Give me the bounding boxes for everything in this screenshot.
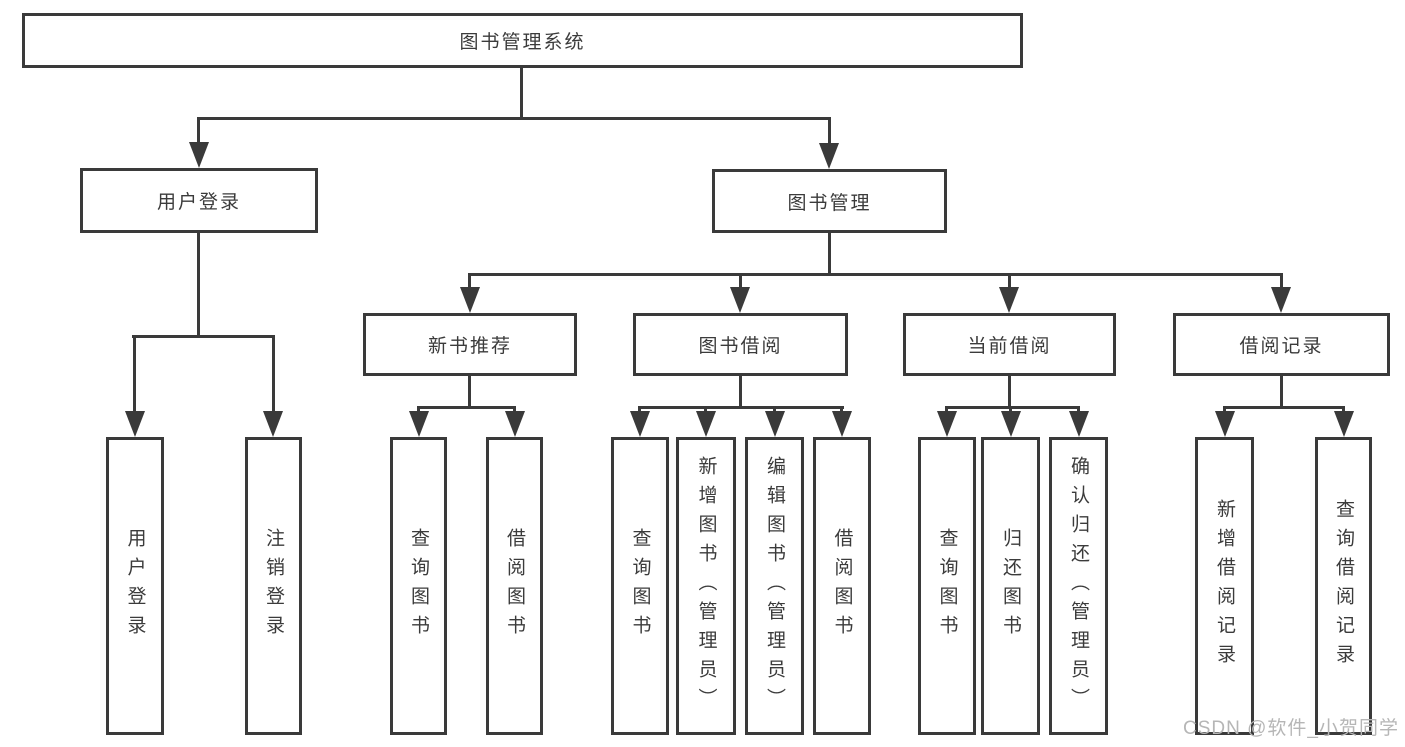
node-label: 新增借阅记录	[1214, 499, 1235, 673]
node-book-management-branch: 图书管理	[712, 169, 947, 233]
connector-stem	[272, 335, 275, 413]
connector-stem	[1009, 406, 1012, 414]
node-label: 查询图书	[936, 528, 958, 644]
connector-vline	[739, 376, 742, 408]
node-library-management-system: 图书管理系统	[22, 13, 1023, 68]
connector-user-login-stem	[197, 117, 200, 145]
node-label: 用户登录	[156, 192, 241, 213]
leaf-confirm-return-admin: 确认归还（管理员）	[1049, 437, 1108, 735]
node-label: 确认归还（管理员）	[1068, 455, 1089, 717]
node-label: 查询图书	[408, 528, 429, 644]
node-label: 新增图书（管理员）	[695, 455, 717, 717]
connector-vline	[468, 376, 471, 408]
connector-stem	[638, 406, 641, 414]
node-label: 注销登录	[263, 528, 284, 644]
down-arrowhead	[730, 287, 750, 313]
down-arrowhead	[630, 411, 650, 437]
down-arrowhead	[696, 411, 716, 437]
node-label: 用户登录	[124, 528, 146, 644]
node-label: 查询图书	[629, 528, 651, 644]
leaf-borrow-books-borrowing: 借阅图书	[813, 437, 871, 735]
node-label: 图书管理	[787, 192, 872, 214]
down-arrowhead	[505, 411, 525, 437]
node-borrowing-records: 借阅记录	[1173, 313, 1390, 376]
leaf-query-borrow-record: 查询借阅记录	[1315, 437, 1372, 735]
leaf-user-login: 用户登录	[106, 437, 164, 735]
connector-hline	[638, 406, 844, 409]
connector-stem	[704, 406, 707, 414]
leaf-return-books: 归还图书	[981, 437, 1040, 735]
down-arrowhead	[999, 287, 1019, 313]
down-arrowhead	[765, 411, 785, 437]
connector-user-login-vline	[197, 233, 200, 335]
down-arrowhead	[409, 411, 429, 437]
node-current-borrowing: 当前借阅	[903, 313, 1116, 376]
connector-stem	[513, 406, 516, 414]
connector-stem	[1280, 273, 1283, 289]
node-label: 查询借阅记录	[1333, 499, 1354, 673]
down-arrowhead	[460, 287, 480, 313]
node-label: 归还图书	[1000, 528, 1021, 644]
watermark-csdn: CSDN @软件_小贺同学	[1183, 718, 1399, 739]
down-arrowhead	[1334, 411, 1354, 437]
down-arrowhead	[1215, 411, 1235, 437]
leaf-query-books-recommend: 查询图书	[390, 437, 447, 735]
connector-stem	[1008, 273, 1011, 289]
connector-stem	[1077, 406, 1080, 414]
connector-stem	[417, 406, 420, 414]
connector-vline	[1280, 376, 1283, 408]
node-book-borrowing: 图书借阅	[633, 313, 848, 376]
node-label: 新书推荐	[427, 336, 512, 357]
down-arrowhead	[1069, 411, 1089, 437]
connector-user-login-hline	[132, 335, 275, 338]
connector-stem	[945, 406, 948, 414]
connector-stem	[133, 335, 136, 413]
connector-stem	[840, 406, 843, 414]
connector-stem	[1223, 406, 1226, 414]
connector-root-vline	[520, 68, 523, 117]
down-arrowhead	[189, 142, 209, 168]
connector-hline	[417, 406, 516, 409]
node-label: 当前借阅	[967, 336, 1052, 357]
leaf-borrow-books-recommend: 借阅图书	[486, 437, 543, 735]
connector-root-hline	[197, 117, 831, 120]
down-arrowhead	[263, 411, 283, 437]
down-arrowhead	[937, 411, 957, 437]
down-arrowhead	[819, 143, 839, 169]
node-label: 借阅图书	[504, 528, 525, 644]
node-label: 借阅记录	[1239, 336, 1324, 357]
node-label: 图书管理系统	[459, 32, 586, 53]
connector-book-mgmt-stem	[828, 117, 831, 145]
leaf-logout: 注销登录	[245, 437, 302, 735]
leaf-add-borrow-record: 新增借阅记录	[1195, 437, 1254, 735]
down-arrowhead	[1271, 287, 1291, 313]
connector-hline	[945, 406, 1080, 409]
node-new-book-recommendation: 新书推荐	[363, 313, 577, 376]
connector-book-mgmt-vline	[828, 233, 831, 273]
connector-stem	[773, 406, 776, 414]
connector-stem	[739, 273, 742, 289]
connector-stem	[468, 273, 471, 289]
node-user-login-branch: 用户登录	[80, 168, 318, 233]
leaf-query-books-borrowing: 查询图书	[611, 437, 669, 735]
connector-book-mgmt-hline	[468, 273, 1282, 276]
connector-hline	[1223, 406, 1345, 409]
node-label: 借阅图书	[831, 528, 853, 644]
down-arrowhead	[832, 411, 852, 437]
down-arrowhead	[1001, 411, 1021, 437]
connector-vline	[1008, 376, 1011, 408]
node-label: 图书借阅	[698, 336, 783, 357]
node-label: 编辑图书（管理员）	[764, 455, 785, 717]
down-arrowhead	[125, 411, 145, 437]
leaf-query-books-current: 查询图书	[918, 437, 976, 735]
connector-stem	[1342, 406, 1345, 414]
leaf-edit-books-admin: 编辑图书（管理员）	[745, 437, 804, 735]
leaf-add-books-admin: 新增图书（管理员）	[676, 437, 736, 735]
